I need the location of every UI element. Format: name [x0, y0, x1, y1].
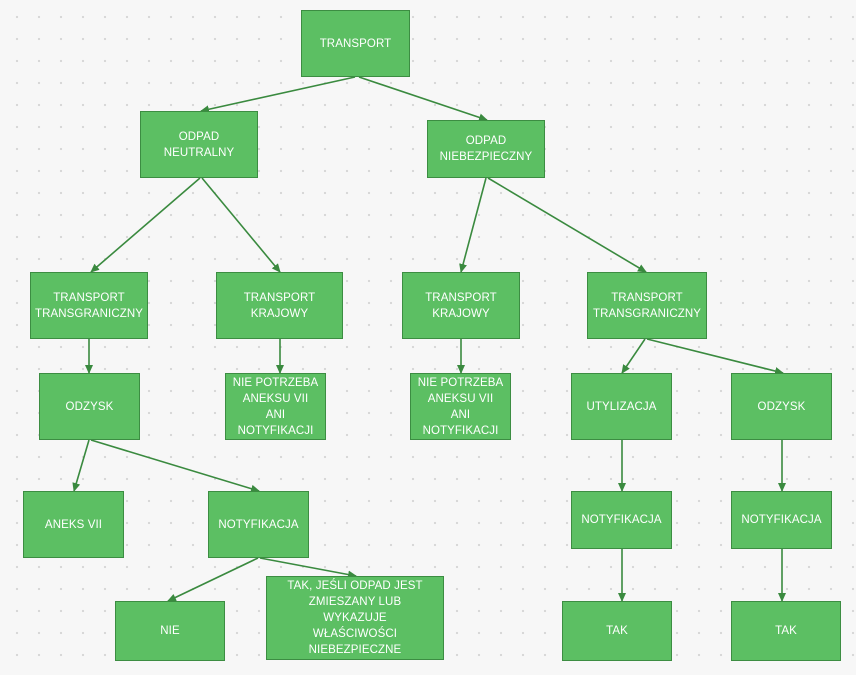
node-nie-potrzeba-right: NIE POTRZEBA ANEKSU VII ANI NOTYFIKACJI — [410, 373, 511, 440]
node-notyfikacja-mid: NOTYFIKACJA — [571, 491, 672, 549]
edge-transport-transgraniczny-right-to-odzysk-right — [646, 338, 784, 375]
node-transport: TRANSPORT — [301, 10, 410, 77]
edge-odpad-neutralny-to-transport-krajowy-left — [201, 177, 281, 273]
edge-odzysk-left-to-aneks-vii — [72, 439, 90, 492]
node-odzysk-right: ODZYSK — [731, 373, 832, 440]
node-aneks-vii: ANEKS VII — [23, 491, 124, 558]
node-utylizacja: UTYLIZACJA — [571, 373, 672, 440]
edge-notyfikacja-left-to-nie — [167, 557, 259, 602]
node-nie: NIE — [115, 601, 225, 661]
node-odpad-neutralny: ODPAD NEUTRALNY — [140, 111, 258, 178]
node-transport-krajowy-right: TRANSPORT KRAJOWY — [402, 272, 520, 339]
node-transport-transgraniczny-right: TRANSPORT TRANSGRANICZNY — [587, 272, 707, 339]
edge-odpad-niebezpieczny-to-transport-krajowy-right — [459, 177, 487, 273]
edge-odpad-neutralny-to-transport-transgraniczny-left — [90, 177, 201, 273]
edge-transport-to-odpad-neutralny — [200, 76, 356, 114]
node-transport-transgraniczny-left: TRANSPORT TRANSGRANICZNY — [30, 272, 148, 339]
edge-transport-to-odpad-niebezpieczny — [358, 76, 488, 122]
edge-odpad-niebezpieczny-to-transport-transgraniczny-right — [487, 177, 647, 273]
edge-notyfikacja-left-to-tak-jesli — [259, 557, 357, 579]
node-odzysk-left: ODZYSK — [39, 373, 140, 440]
edge-odzysk-left-to-notyfikacja-left — [90, 439, 260, 493]
node-transport-krajowy-left: TRANSPORT KRAJOWY — [216, 272, 343, 339]
node-tak-right: TAK — [731, 601, 841, 661]
node-tak-jesli: TAK, JEŚLI ODPAD JEST ZMIESZANY LUB WYKA… — [266, 576, 444, 660]
node-notyfikacja-left: NOTYFIKACJA — [208, 491, 309, 558]
edge-transport-transgraniczny-right-to-utylizacja — [621, 338, 646, 374]
node-tak-mid: TAK — [562, 601, 672, 661]
node-nie-potrzeba-left: NIE POTRZEBA ANEKSU VII ANI NOTYFIKACJI — [225, 373, 326, 440]
node-notyfikacja-right: NOTYFIKACJA — [731, 491, 832, 549]
node-odpad-niebezpieczny: ODPAD NIEBEZPIECZNY — [427, 120, 545, 178]
